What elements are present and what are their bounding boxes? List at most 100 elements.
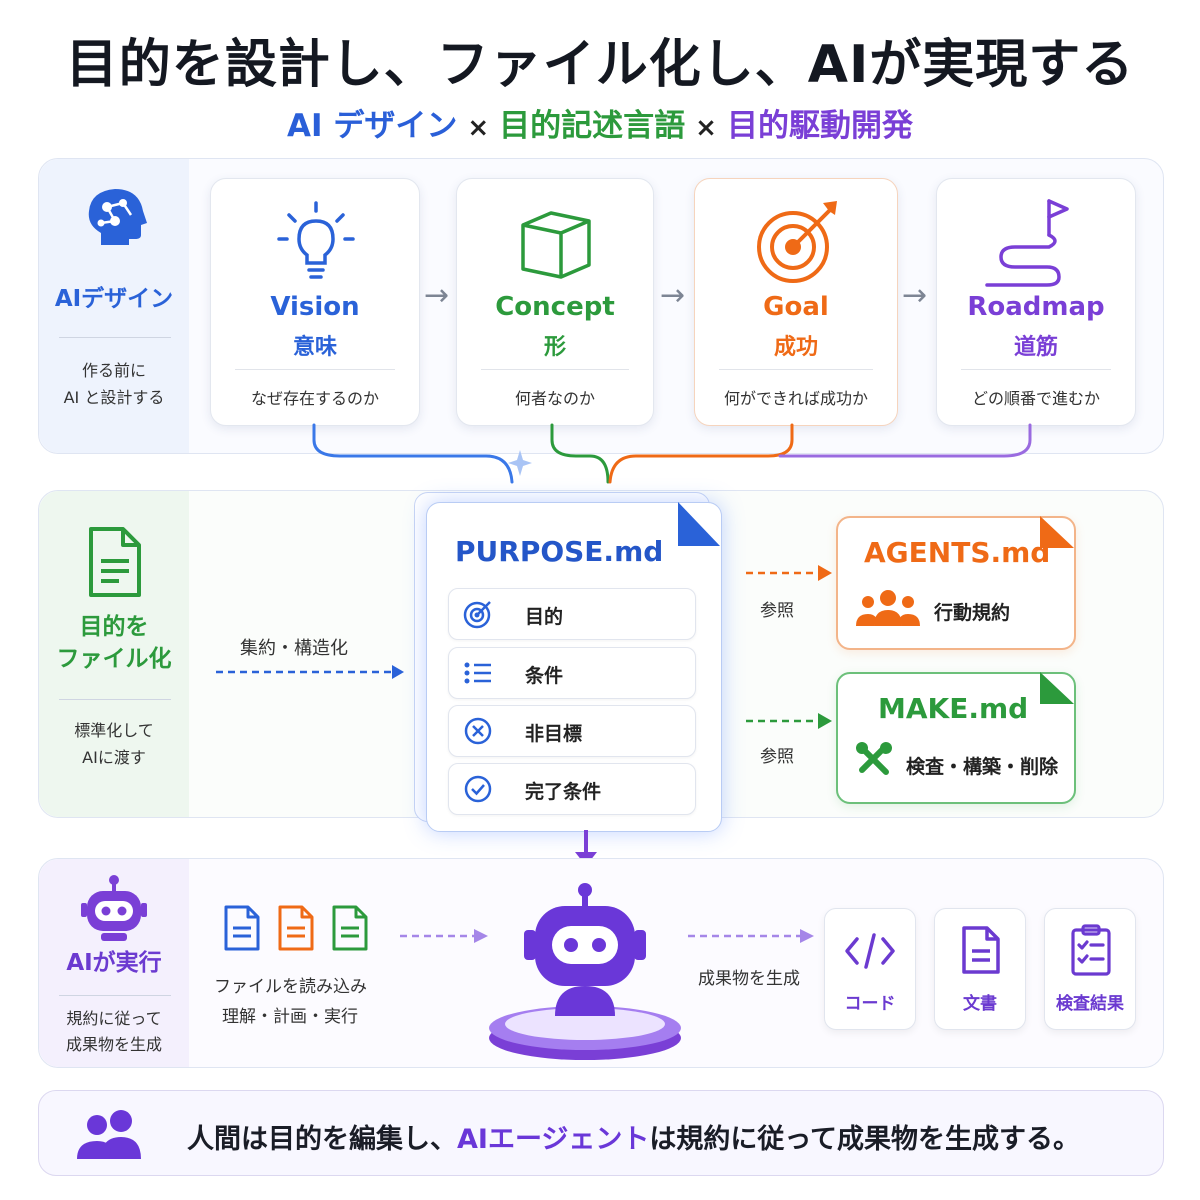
section-side-panel: AIデザイン 作る前に AI と設計する: [39, 159, 189, 453]
clipboard-check-icon: [1071, 924, 1111, 976]
section-label: AIデザイン: [54, 286, 174, 312]
list-icon: [464, 662, 491, 684]
section-label: ファイル化: [56, 646, 172, 672]
page-fold-icon: [1040, 516, 1074, 548]
card-title: Concept: [495, 292, 615, 322]
document-icon: [89, 527, 141, 597]
divider: [59, 337, 171, 338]
dashed-arrow-orange: [746, 565, 832, 581]
file-green-icon: [332, 905, 368, 951]
output-code-card: コード: [824, 908, 916, 1030]
check-circle-icon: [464, 775, 492, 803]
purpose-row-non-goals: 非目標: [448, 705, 696, 757]
ai-head-icon: [88, 189, 147, 245]
ref-label: 参照: [760, 747, 794, 767]
arrow-right-icon: →: [424, 278, 450, 313]
card-title: Roadmap: [967, 292, 1105, 322]
subtitle-purpose-language: 目的記述言語: [499, 108, 686, 144]
dashed-arrow-purple: [688, 929, 814, 943]
concept-connector: [550, 423, 610, 484]
lightbulb-icon: [277, 201, 355, 279]
card-desc: 何者なのか: [514, 389, 595, 408]
divider: [59, 995, 171, 996]
card-subtitle: 道筋: [1013, 335, 1058, 360]
card-desc: 何ができれば成功か: [723, 389, 868, 408]
dashed-arrow-green: [746, 713, 832, 729]
target-icon: [463, 601, 491, 629]
subtitle-ai-design: AI デザイン: [287, 108, 458, 144]
section-label: AIが実行: [66, 950, 162, 976]
generate-label: 成果物を生成: [698, 969, 800, 989]
arrow-right-icon: →: [902, 278, 928, 313]
summary-part2: は規約に従って成果物を生成する。: [649, 1124, 1081, 1155]
purpose-row-label: 目的: [525, 606, 564, 628]
make-md-title: MAKE.md: [878, 692, 1029, 725]
file-orange-icon: [278, 905, 314, 951]
subtitle-times: ×: [695, 113, 717, 143]
agents-md-card: [836, 516, 1076, 650]
make-md-card: [836, 672, 1076, 804]
card-subtitle: 意味: [292, 335, 337, 360]
card-title: Vision: [270, 292, 360, 322]
people-icon: [856, 590, 920, 626]
roadmap-flag-icon: [985, 199, 1069, 287]
people-icon: [77, 1110, 141, 1159]
dashed-arrow-blue: [216, 665, 404, 679]
output-label: コード: [844, 994, 896, 1014]
section-desc-line1: 規約に従って: [66, 1009, 162, 1028]
section-desc-line1: 標準化して: [74, 721, 154, 740]
vision-card: Vision 意味 なぜ存在するのか: [210, 178, 420, 426]
purpose-row-completion: 完了条件: [448, 763, 696, 815]
purpose-row-label: 非目標: [525, 723, 583, 745]
document-icon: [962, 926, 1000, 974]
concept-card: Concept 形 何者なのか: [456, 178, 654, 426]
card-subtitle: 成功: [773, 335, 818, 360]
code-icon: [845, 933, 895, 969]
page-fold-icon: [678, 502, 720, 546]
purpose-row-goal: 目的: [448, 588, 696, 640]
vision-connector: [312, 423, 514, 484]
card-subtitle: 形: [543, 335, 566, 360]
divider: [235, 369, 395, 370]
section-label: 目的を: [79, 614, 149, 640]
cube-icon: [521, 211, 591, 279]
divider: [961, 369, 1111, 370]
purpose-title: PURPOSE.md: [455, 535, 664, 568]
dashed-arrow-purple: [400, 929, 488, 943]
output-label: 文書: [963, 994, 997, 1014]
target-icon: [757, 201, 837, 283]
roadmap-connector: [778, 423, 1032, 458]
arrow-right-icon: →: [660, 278, 686, 313]
roadmap-card: Roadmap 道筋 どの順番で進むか: [936, 178, 1136, 426]
summary-accent: AIエージェント: [457, 1124, 650, 1155]
page-fold-icon: [1040, 672, 1074, 704]
make-md-label: 検査・構築・削除: [906, 756, 1059, 778]
output-inspection-card: 検査結果: [1044, 908, 1136, 1030]
section-side-panel: 目的を ファイル化 標準化して AIに渡す: [39, 491, 189, 817]
section-desc-line1: 作る前に: [81, 361, 146, 380]
section-desc-line2: 成果物を生成: [65, 1035, 162, 1054]
goal-connector: [608, 423, 794, 484]
files-label-line1: ファイルを読み込み: [214, 977, 367, 997]
divider: [719, 369, 873, 370]
subtitle-purpose-driven: 目的駆動開発: [726, 108, 913, 144]
card-desc: なぜ存在するのか: [250, 389, 379, 408]
divider: [59, 699, 171, 700]
file-icons: [224, 905, 368, 951]
files-label-line2: 理解・計画・実行: [222, 1007, 358, 1027]
purpose-row-label: 完了条件: [525, 781, 602, 803]
arrow-label-aggregate: 集約・構造化: [240, 638, 348, 659]
section-desc-line2: AIに渡す: [82, 748, 146, 767]
page-subtitle: AI デザイン×目的記述言語×目的駆動開発: [0, 100, 1200, 145]
card-title: Goal: [763, 292, 829, 322]
section-desc-line2: AI と設計する: [63, 388, 165, 407]
robot-icon: [81, 875, 147, 941]
goal-card: Goal 成功 何ができれば成功か: [694, 178, 898, 426]
ai-robot-icon: [489, 883, 681, 1060]
output-label: 検査結果: [1056, 994, 1124, 1014]
summary-banner: 人間は目的を編集し、AIエージェントは規約に従って成果物を生成する。: [38, 1090, 1164, 1176]
tools-icon: [856, 742, 892, 775]
purpose-row-label: 条件: [525, 665, 564, 687]
agents-md-title: AGENTS.md: [864, 536, 1051, 569]
page-title: 目的を設計し、ファイル化し、AIが実現する: [65, 35, 1135, 95]
